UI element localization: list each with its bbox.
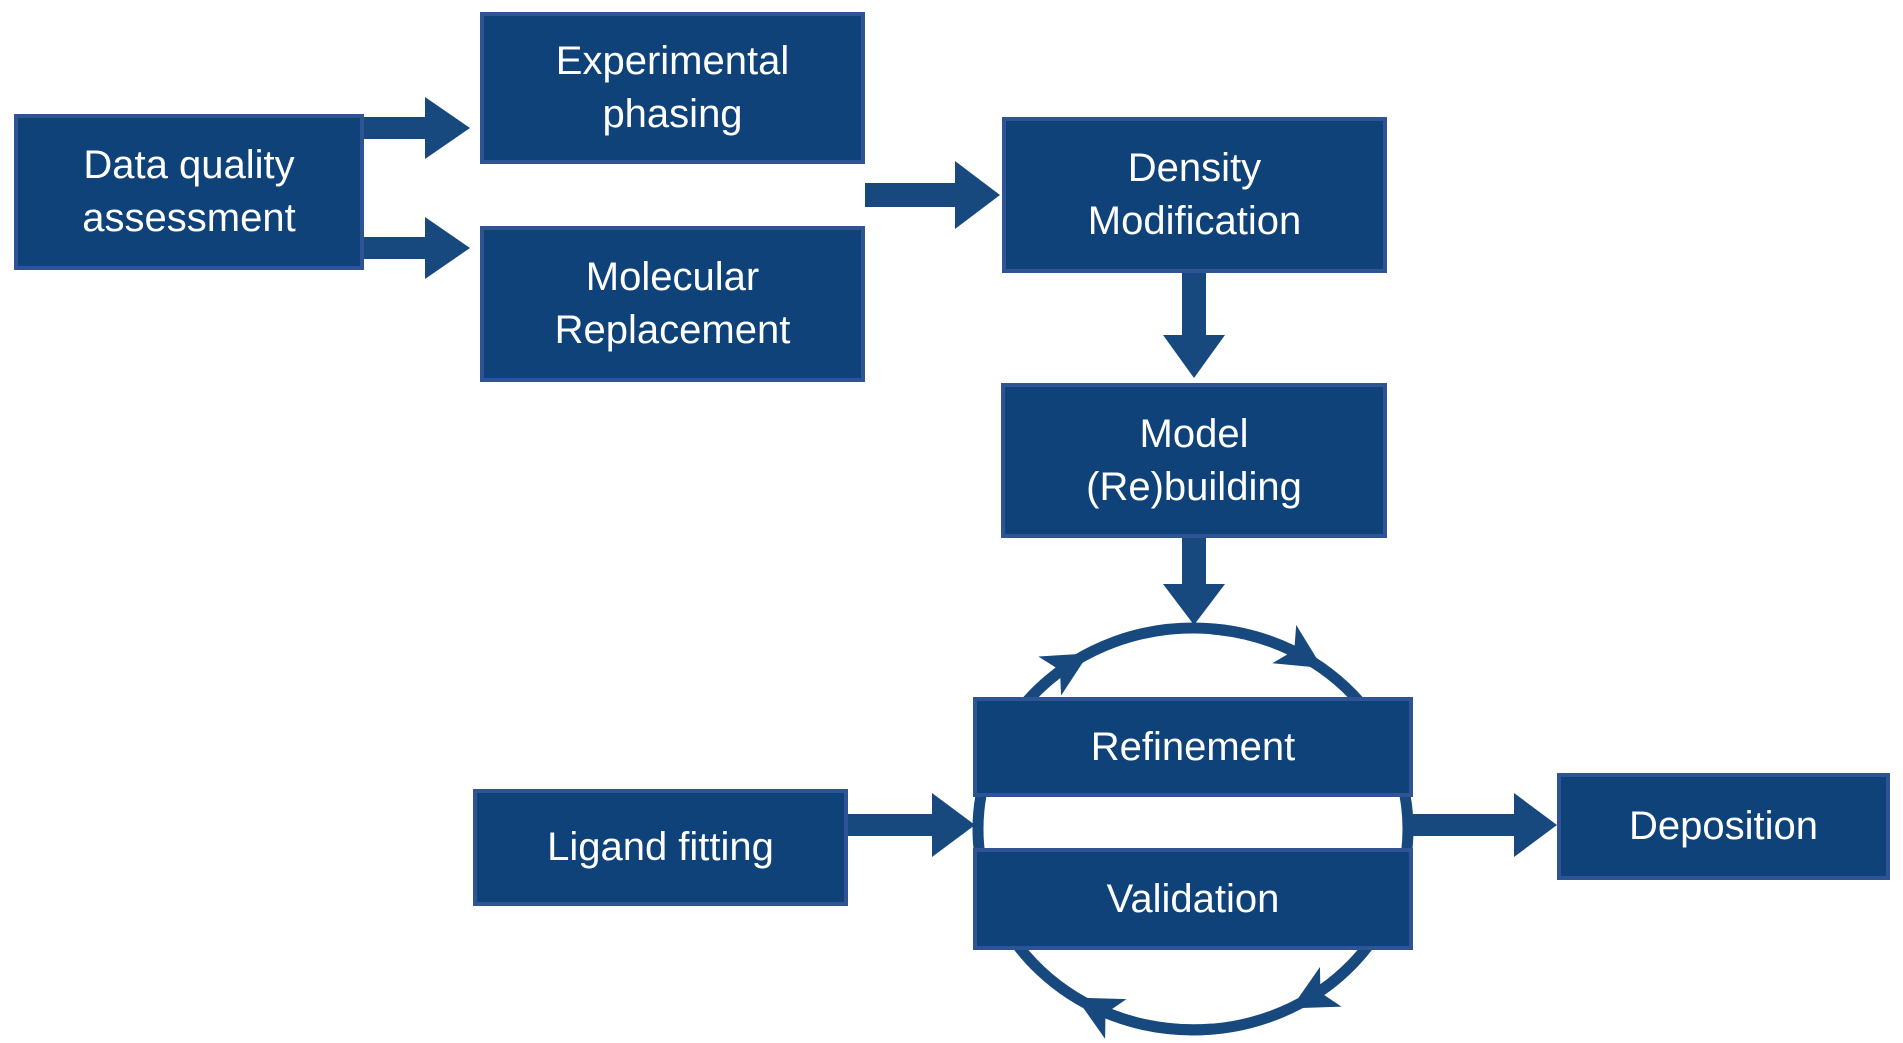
box-model-rebuilding: Model (Re)building bbox=[1001, 383, 1387, 538]
box-density-modification: Density Modification bbox=[1002, 117, 1387, 273]
box-deposition: Deposition bbox=[1557, 773, 1890, 880]
box-data-quality-assessment: Data quality assessment bbox=[14, 114, 364, 270]
arrow-ligandfitting-to-cycle bbox=[848, 793, 975, 857]
arrow-phasing-to-densitymodification bbox=[865, 161, 1000, 229]
box-ligand-fitting: Ligand fitting bbox=[473, 789, 848, 906]
cycle-arrowhead-bottom-left bbox=[1076, 997, 1213, 1039]
box-refinement: Refinement bbox=[973, 697, 1413, 797]
box-experimental-phasing: Experimental phasing bbox=[480, 12, 865, 164]
arrow-dataquality-to-experimentalphasing bbox=[364, 97, 470, 159]
arrow-densitymodification-to-modelrebuilding bbox=[1163, 273, 1225, 378]
arrow-cycle-to-deposition bbox=[1413, 793, 1557, 857]
box-validation: Validation bbox=[973, 848, 1413, 950]
box-molecular-replacement: Molecular Replacement bbox=[480, 226, 865, 382]
cycle-arrowhead-top-right bbox=[1211, 623, 1323, 668]
arrow-modelrebuilding-to-cycle bbox=[1163, 538, 1225, 625]
arrow-dataquality-to-molecularreplacement bbox=[364, 217, 470, 279]
